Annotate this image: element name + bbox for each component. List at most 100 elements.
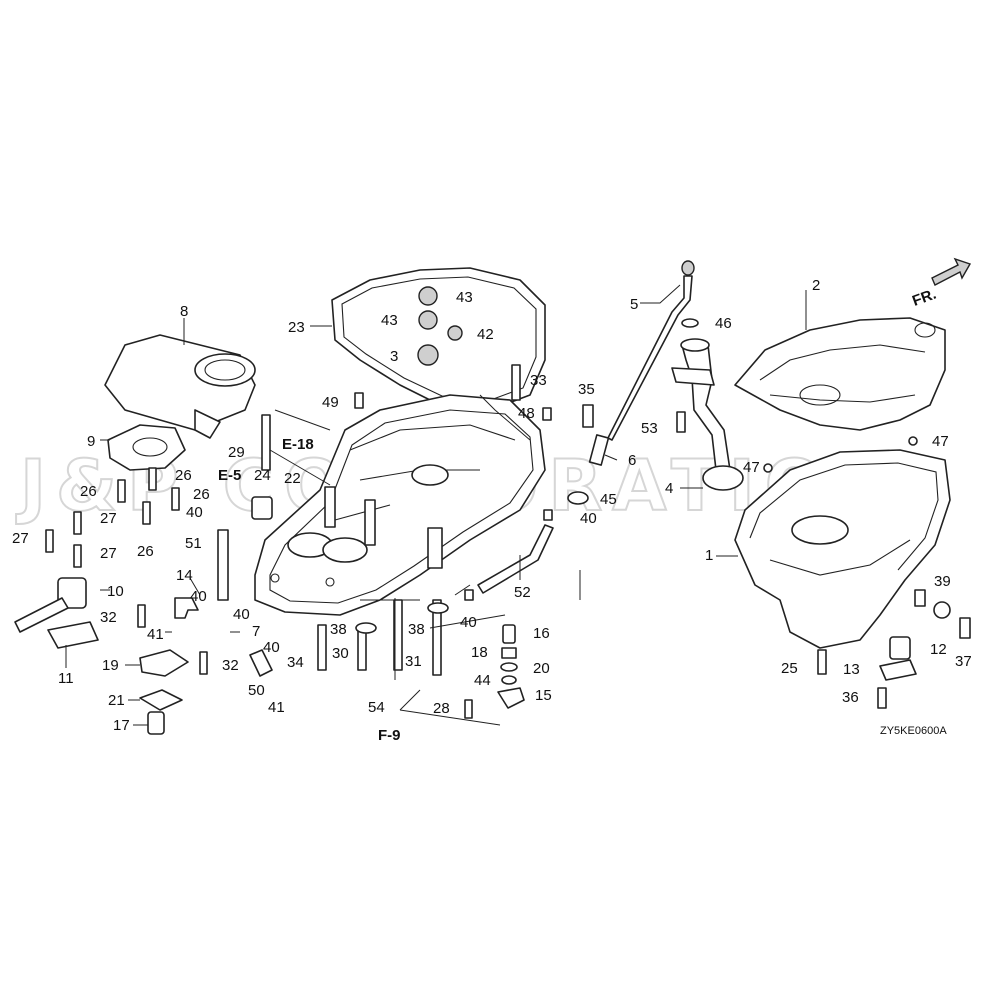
label-14: 14: [176, 567, 193, 584]
bracket-11: [47, 621, 99, 649]
center-bolts: [317, 364, 553, 719]
label-32a: 32: [100, 609, 117, 626]
elbow-14: [174, 597, 199, 619]
oil-pan-1: [734, 449, 951, 649]
label-13: 13: [843, 661, 860, 678]
gasket-2: [734, 317, 946, 431]
label-32b: 32: [222, 657, 239, 674]
label-19: 19: [102, 657, 119, 674]
label-24: 24: [254, 467, 271, 484]
label-3: 3: [390, 348, 398, 365]
bolts-right: [582, 318, 918, 473]
label-37: 37: [955, 653, 972, 670]
label-26c: 26: [193, 486, 210, 503]
label-38a: 38: [330, 621, 347, 638]
label-11: 11: [58, 670, 74, 687]
label-8: 8: [180, 303, 188, 320]
label-41b: 41: [268, 699, 285, 716]
label-27c: 27: [100, 545, 117, 562]
bolt-group-left: [45, 414, 271, 675]
label-26a: 26: [175, 467, 192, 484]
label-34: 34: [287, 654, 304, 671]
label-18: 18: [471, 644, 488, 661]
label-25: 25: [781, 660, 798, 677]
label-38b: 38: [408, 621, 425, 638]
label-16: 16: [533, 625, 550, 642]
hose-52: [477, 524, 554, 594]
label-27a: 27: [100, 510, 117, 527]
label-46: 46: [715, 315, 732, 332]
sensor-6: [567, 434, 610, 505]
label-47a: 47: [932, 433, 949, 450]
label-30: 30: [332, 645, 349, 662]
front-marker: FR.: [910, 286, 939, 310]
label-50: 50: [248, 682, 265, 699]
label-40f: 40: [460, 614, 477, 631]
dipstick-5: [607, 260, 695, 441]
parts-12-13: [817, 601, 971, 709]
cap-19: [139, 649, 189, 677]
label-39: 39: [934, 573, 951, 590]
label-9: 9: [87, 433, 95, 450]
diagram-code: ZY5KE0600A: [880, 725, 947, 737]
label-53: 53: [641, 420, 658, 437]
filter-24: [251, 496, 273, 520]
label-47b: 47: [743, 459, 760, 476]
label-40c: 40: [233, 606, 250, 623]
label-43a: 43: [456, 289, 473, 306]
label-21: 21: [108, 692, 125, 709]
ref-e18: E-18: [282, 436, 314, 453]
part-labels: 1 2 3 4 5 6 7 8 9 10 11 12 13 14 15 16 1…: [12, 277, 972, 734]
label-5: 5: [630, 296, 638, 313]
label-12: 12: [930, 641, 947, 658]
label-10: 10: [107, 583, 124, 600]
label-36: 36: [842, 689, 859, 706]
label-40b: 40: [190, 588, 207, 605]
label-7: 7: [252, 623, 260, 640]
label-43b: 43: [381, 312, 398, 329]
label-40a: 40: [186, 504, 203, 521]
label-40d: 40: [263, 639, 280, 656]
label-4: 4: [665, 480, 673, 497]
leader-lines: [65, 284, 807, 726]
gasket-21: [139, 689, 183, 711]
label-41a: 41: [147, 626, 164, 643]
fitting-10: [14, 577, 87, 633]
label-45: 45: [600, 491, 617, 508]
label-40e: 40: [580, 510, 597, 527]
label-22: 22: [284, 470, 301, 487]
front-arrow: FR.: [910, 257, 972, 310]
oil-pan-22: [254, 394, 546, 616]
tube-4: [671, 338, 744, 491]
label-6: 6: [628, 452, 636, 469]
ref-e5: E-5: [218, 467, 241, 484]
ref-f9: F-9: [378, 727, 401, 744]
housing-8: [104, 334, 256, 439]
label-54: 54: [368, 699, 385, 716]
plug-17: [147, 711, 165, 735]
label-35: 35: [578, 381, 595, 398]
label-15: 15: [535, 687, 552, 704]
label-31: 31: [405, 653, 422, 670]
label-52: 52: [514, 584, 531, 601]
label-29: 29: [228, 444, 245, 461]
label-26b: 26: [80, 483, 97, 500]
hose-50: [249, 649, 273, 677]
hose-51: [217, 529, 229, 601]
label-27b: 27: [12, 530, 29, 547]
label-44: 44: [474, 672, 491, 689]
label-2: 2: [812, 277, 820, 294]
label-51: 51: [185, 535, 202, 552]
label-1: 1: [705, 547, 713, 564]
gasket-9: [107, 424, 186, 471]
label-17: 17: [113, 717, 130, 734]
label-42: 42: [477, 326, 494, 343]
label-26d: 26: [137, 543, 154, 560]
gasket-23: [331, 267, 546, 411]
label-48: 48: [518, 405, 535, 422]
label-23: 23: [288, 319, 305, 336]
label-28: 28: [433, 700, 450, 717]
label-20: 20: [533, 660, 550, 677]
label-33: 33: [530, 372, 547, 389]
